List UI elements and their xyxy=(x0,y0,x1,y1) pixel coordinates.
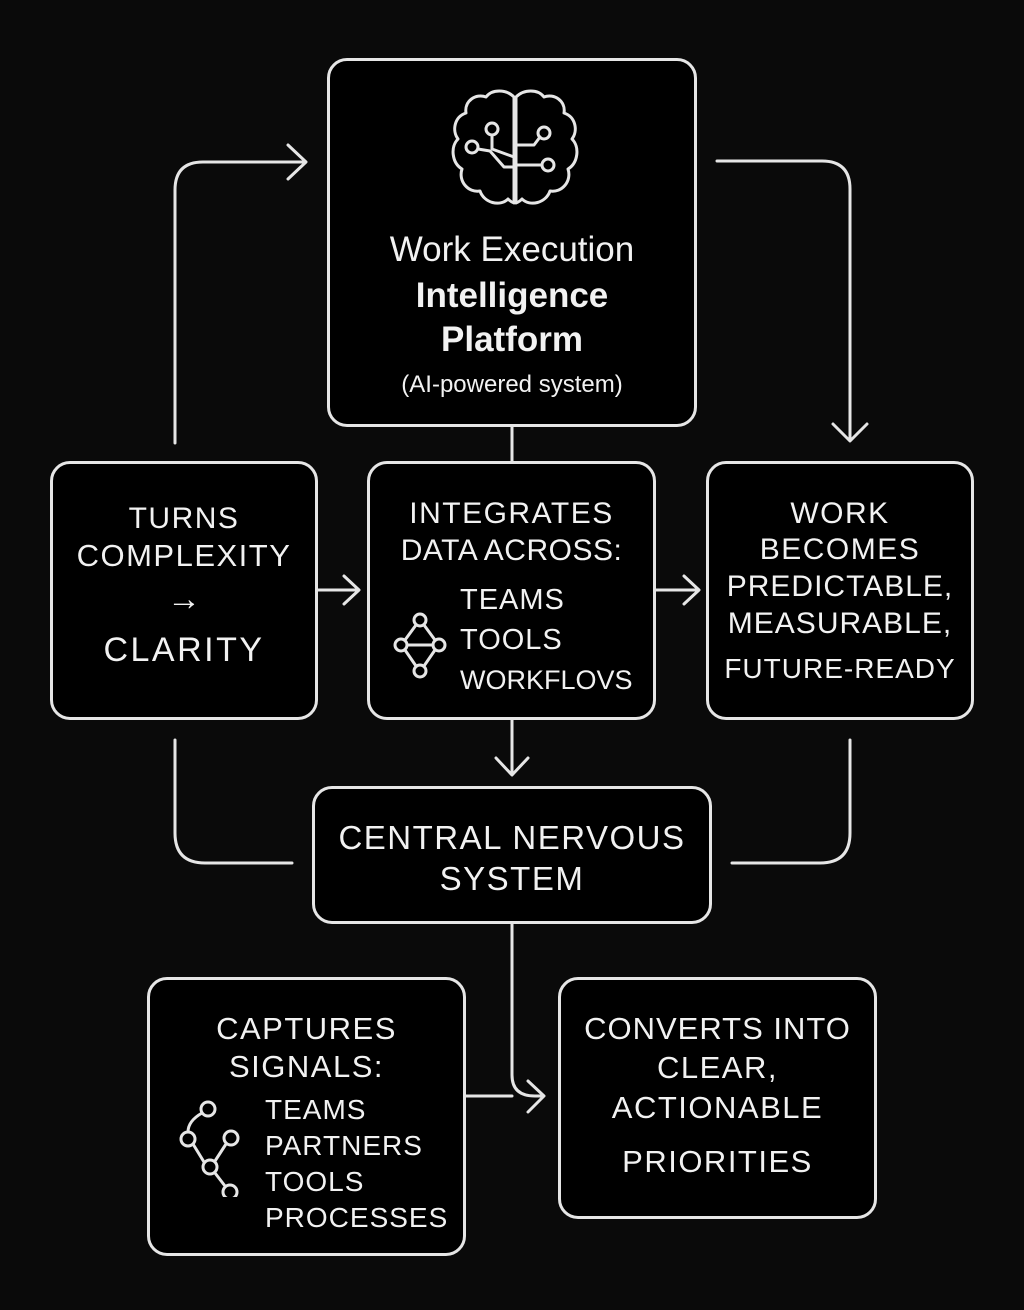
list-item: TEAMS xyxy=(460,584,565,616)
platform-title-line1: Work Execution xyxy=(389,230,635,269)
converts-line: CLEAR, xyxy=(657,1050,778,1085)
captures-line2: SIGNALS: xyxy=(229,1049,384,1084)
list-item: TEAMS xyxy=(265,1094,367,1125)
converts-line: PRIORITIES xyxy=(622,1144,813,1179)
converts-box: CONVERTS INTO CLEAR, ACTIONABLE PRIORITI… xyxy=(558,977,877,1219)
connector-outcome-to-nervous xyxy=(730,738,852,865)
captures-line1: CAPTURES xyxy=(216,1011,397,1046)
connector-clarity-to-nervous xyxy=(173,738,294,865)
clarity-box: TURNS COMPLEXITY → CLARITY xyxy=(50,461,318,720)
nervous-system-box: CENTRAL NERVOUS SYSTEM xyxy=(312,786,712,924)
clarity-line1: TURNS xyxy=(128,502,240,535)
outcome-line: WORK xyxy=(790,497,890,530)
signal-graph-icon xyxy=(179,1100,240,1197)
outcome-line: PREDICTABLE, xyxy=(726,570,954,603)
outcome-line: FUTURE-READY xyxy=(724,653,956,684)
platform-subtitle: (AI-powered system) xyxy=(401,371,623,398)
network-diamond-icon xyxy=(393,612,447,679)
connector-nervous-to-converts xyxy=(510,922,545,1098)
integrates-line1: INTEGRATES xyxy=(409,497,614,530)
arrowhead-down-icon xyxy=(494,756,530,777)
integrates-list: TEAMS TOOLS WORKFLOVS xyxy=(460,580,633,700)
captures-list: TEAMS PARTNERS TOOLS PROCESSES xyxy=(265,1092,448,1236)
list-item: TOOLS xyxy=(265,1166,365,1197)
arrow-right-icon: → xyxy=(167,580,201,618)
connector-platform-to-outcome xyxy=(715,159,852,442)
arrowhead-right-icon xyxy=(526,1079,546,1114)
outcome-line: MEASURABLE, xyxy=(727,607,953,640)
list-item: TOOLS xyxy=(460,624,563,656)
brain-circuit-icon xyxy=(451,89,579,205)
connector-clarity-to-platform xyxy=(173,160,307,445)
arrowhead-down-icon xyxy=(831,422,869,443)
integrates-box: INTEGRATES DATA ACROSS: TEAMS TOOLS WORK… xyxy=(367,461,656,720)
captures-box: CAPTURES SIGNALS: TEAMS PARTNERS TOOLS P… xyxy=(147,977,466,1256)
list-item: PROCESSES xyxy=(265,1202,449,1233)
arrowhead-right-icon xyxy=(342,574,361,606)
outcome-box: WORK BECOMES PREDICTABLE, MEASURABLE, FU… xyxy=(706,461,974,720)
integrates-line2: DATA ACROSS: xyxy=(400,534,623,567)
converts-line: CONVERTS INTO xyxy=(584,1011,851,1046)
nervous-line1: CENTRAL NERVOUS xyxy=(338,819,686,856)
platform-box: Work Execution Intelligence Platform (AI… xyxy=(327,58,697,427)
arrowhead-right-icon xyxy=(682,574,701,606)
nervous-line2: SYSTEM xyxy=(439,860,585,897)
platform-title-line3: Platform xyxy=(441,320,583,359)
arrowhead-right-icon xyxy=(286,143,308,181)
clarity-line2: COMPLEXITY xyxy=(76,538,292,573)
clarity-line3: CLARITY xyxy=(103,631,265,669)
list-item: WORKFLOVS xyxy=(460,665,633,695)
list-item: PARTNERS xyxy=(265,1130,423,1161)
converts-line: ACTIONABLE xyxy=(611,1090,824,1125)
outcome-line: BECOMES xyxy=(759,533,921,566)
platform-title-line2: Intelligence xyxy=(415,276,609,315)
